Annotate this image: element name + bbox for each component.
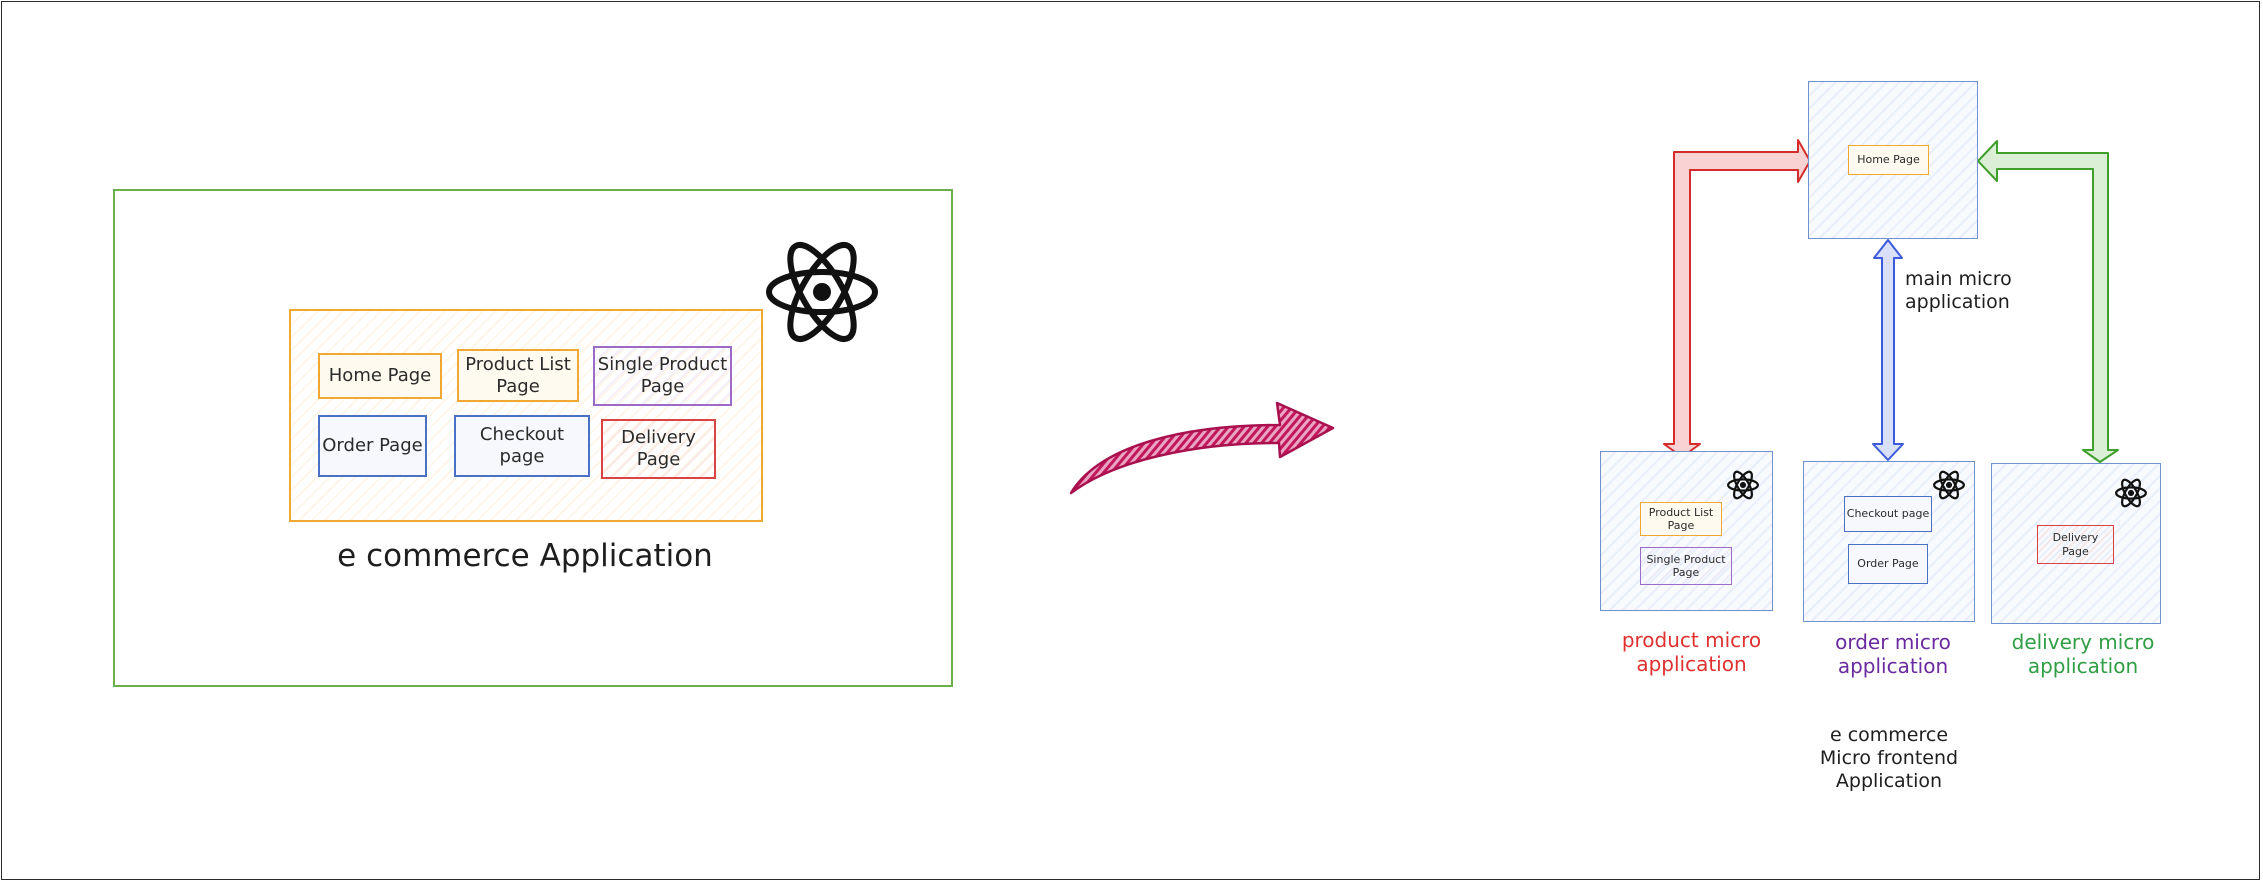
monolith-container xyxy=(113,189,953,687)
react-logo-icon xyxy=(1933,470,1965,500)
delivery-micro-app-label: delivery micro application xyxy=(2011,630,2155,678)
main-home-page: Home Page xyxy=(1848,145,1929,175)
checkout-page: Checkout page xyxy=(1844,496,1932,532)
react-logo-icon xyxy=(766,242,878,342)
product-list-page: Product List Page xyxy=(1640,502,1722,536)
react-logo-icon xyxy=(1727,470,1759,500)
delivery-page: Delivery Page xyxy=(2037,525,2114,564)
monolith-single-product-page: Single Product Page xyxy=(593,346,732,406)
main-micro-app-label: main micro application xyxy=(1905,268,2012,313)
monolith-delivery-page: Delivery Page xyxy=(601,419,716,479)
monolith-order-page: Order Page xyxy=(318,415,427,477)
delivery-micro-app-box xyxy=(1991,463,2161,624)
monolith-checkout-page: Checkout page xyxy=(454,415,590,477)
micro-frontend-caption: e commerce Micro frontend Application xyxy=(1819,724,1959,792)
order-page: Order Page xyxy=(1848,544,1928,584)
monolith-product-list-page: Product List Page xyxy=(457,349,579,402)
monolith-caption: e commerce Application xyxy=(337,538,713,574)
order-micro-app-label: order micro application xyxy=(1835,630,1951,678)
single-product-page: Single Product Page xyxy=(1640,547,1732,585)
monolith-home-page: Home Page xyxy=(318,353,442,399)
transition-arrow-icon xyxy=(1069,401,1335,495)
react-logo-icon xyxy=(2115,478,2147,508)
product-micro-app-label: product micro application xyxy=(1621,628,1762,676)
